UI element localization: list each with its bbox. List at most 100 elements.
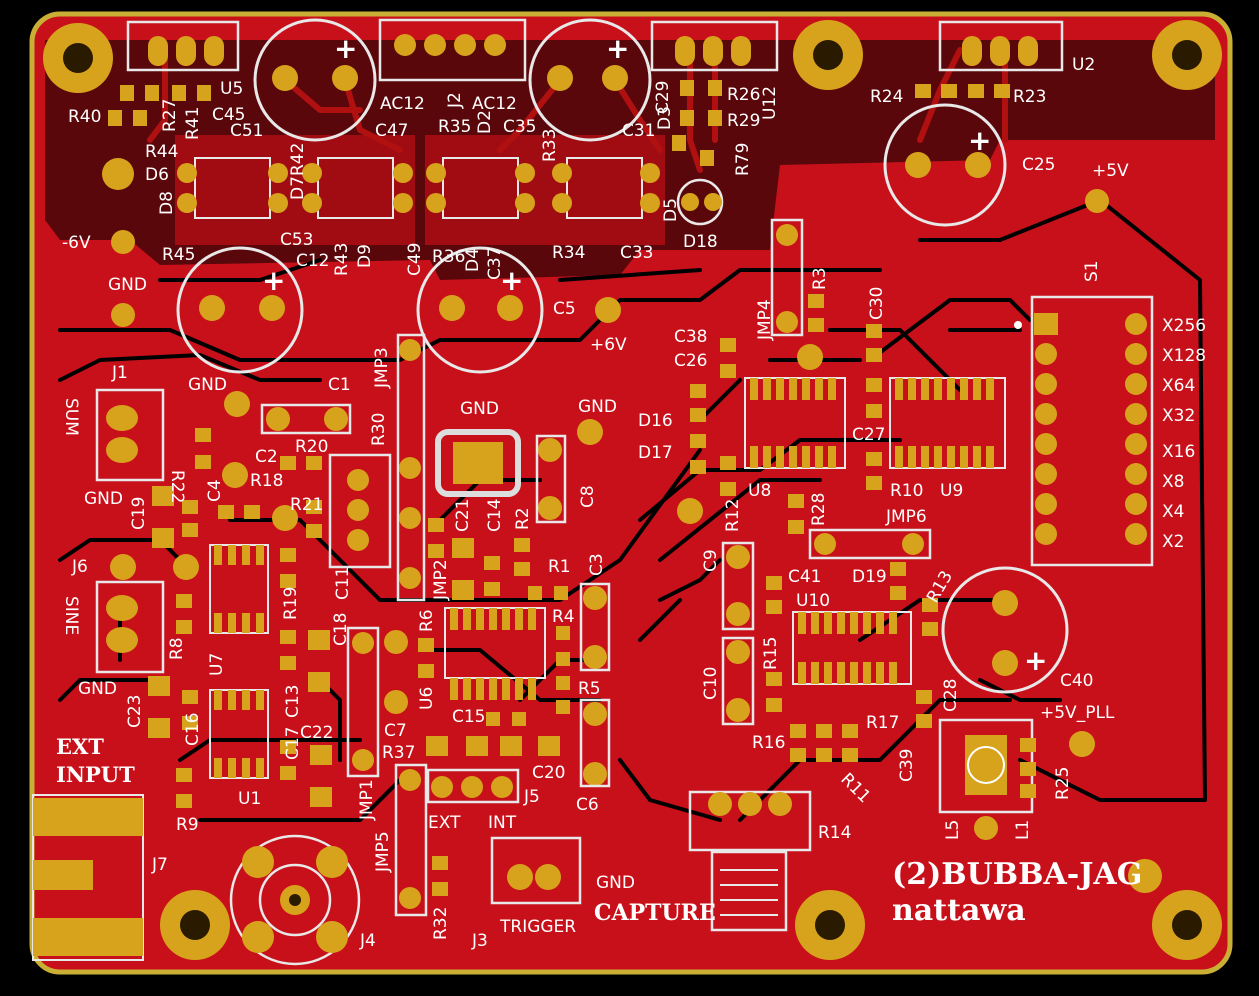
label-c21: C21	[453, 498, 473, 532]
label-r8: R8	[167, 637, 187, 660]
label-r22: R22	[167, 470, 187, 503]
label-c14: C14	[485, 498, 505, 532]
label-c15: C15	[452, 707, 486, 727]
label-c49: C49	[405, 242, 425, 276]
label-u8: U8	[748, 481, 771, 501]
label-l5: L5	[943, 820, 963, 840]
label-j5: J5	[523, 787, 540, 807]
label-r27: R27	[160, 99, 180, 132]
label-r10: R10	[890, 481, 923, 501]
label-u6: U6	[417, 687, 437, 710]
svg-text:+: +	[968, 124, 991, 157]
label-j1: J1	[111, 363, 128, 383]
label-x64: X64	[1162, 376, 1195, 396]
connector-j5	[426, 768, 520, 804]
label-c40: C40	[1060, 671, 1094, 691]
label-c3: C3	[587, 553, 607, 576]
label-r18: R18	[250, 471, 283, 491]
label-minus6v: -6V	[62, 233, 91, 253]
label-u1: U1	[238, 789, 261, 809]
label-c47: C47	[375, 121, 409, 141]
label-s1: S1	[1082, 260, 1102, 282]
label-jmp4: JMP4	[755, 299, 775, 341]
label-d6: D6	[145, 165, 169, 185]
label-c4: C4	[205, 479, 225, 502]
label-r21: R21	[290, 495, 323, 515]
label-r17: R17	[866, 713, 899, 733]
label-r79: R79	[733, 143, 753, 176]
label-r29: R29	[727, 111, 760, 131]
header-j2	[378, 18, 527, 82]
svg-text:+: +	[500, 264, 523, 297]
label-c11: C11	[333, 566, 353, 600]
label-j7: J7	[151, 855, 168, 875]
label-j4: J4	[359, 931, 376, 951]
label-r1: R1	[548, 557, 571, 577]
connector-j3	[490, 836, 582, 905]
label-trigger: TRIGGER	[499, 917, 576, 937]
label-jmp6: JMP6	[885, 507, 927, 527]
label-u2: U2	[1072, 55, 1095, 75]
label-c33: C33	[620, 243, 654, 263]
label-c38: C38	[674, 327, 708, 347]
label-c53: C53	[280, 230, 314, 250]
label-r14: R14	[818, 823, 851, 843]
cap-large	[176, 18, 1069, 966]
label-c30: C30	[867, 286, 887, 320]
board-title-line1: (2)BUBBA-JAG	[892, 857, 1142, 892]
label-x2: X2	[1162, 532, 1184, 552]
label-c16: C16	[183, 712, 203, 746]
label-c28: C28	[941, 678, 961, 712]
label-d5: D5	[661, 198, 681, 222]
label-d8: D8	[157, 191, 177, 215]
label-jmp2: JMP2	[431, 559, 451, 601]
label-r32: R32	[431, 907, 451, 940]
smd-parts	[108, 80, 1036, 896]
label-j3: J3	[471, 931, 488, 951]
label-c5: C5	[553, 299, 576, 319]
label-c35: C35	[503, 117, 537, 137]
header-u5	[126, 20, 240, 72]
label-u7: U7	[207, 653, 227, 676]
cap-pads	[199, 65, 1018, 676]
label-jmp1: JMP1	[357, 779, 377, 821]
label-r42: R42	[288, 143, 308, 176]
label-x128: X128	[1162, 346, 1206, 366]
mounting-holes	[43, 20, 1222, 960]
label-r36: R36	[432, 247, 465, 267]
svg-text:+: +	[1024, 644, 1047, 677]
label-sum: SUM	[61, 398, 81, 436]
test-points	[102, 158, 1162, 893]
label-gnd-7: GND	[596, 873, 635, 893]
svg-text:+: +	[606, 32, 629, 65]
label-u10: U10	[796, 591, 830, 611]
label-ext-input-1: EXT	[56, 734, 104, 759]
label-jmp5: JMP5	[373, 831, 393, 873]
diode-block-left	[175, 135, 415, 245]
label-c12: C12	[296, 251, 330, 271]
connector-j4	[242, 846, 348, 953]
label-r33: R33	[540, 129, 560, 162]
label-c31: C31	[622, 121, 656, 141]
label-plus6v: +6V	[590, 335, 627, 355]
label-r3: R3	[810, 267, 830, 290]
label-sine: SINE	[61, 596, 81, 635]
label-ext-input-2: INPUT	[56, 762, 135, 787]
connector-j6	[95, 580, 165, 674]
label-j2: J2	[445, 92, 465, 109]
label-d17: D17	[638, 443, 673, 463]
label-ac12-right: AC12	[472, 94, 517, 114]
label-r6: R6	[417, 609, 437, 632]
label-c27: C27	[852, 425, 886, 445]
label-r16: R16	[752, 733, 785, 753]
label-d2: D2	[475, 110, 495, 134]
label-d3: D3	[655, 106, 675, 130]
label-r20: R20	[295, 437, 328, 457]
label-c6: C6	[576, 795, 599, 815]
svg-text:+: +	[334, 32, 357, 65]
label-r41: R41	[183, 107, 203, 140]
label-c18: C18	[331, 612, 351, 646]
label-r44: R44	[145, 142, 178, 162]
